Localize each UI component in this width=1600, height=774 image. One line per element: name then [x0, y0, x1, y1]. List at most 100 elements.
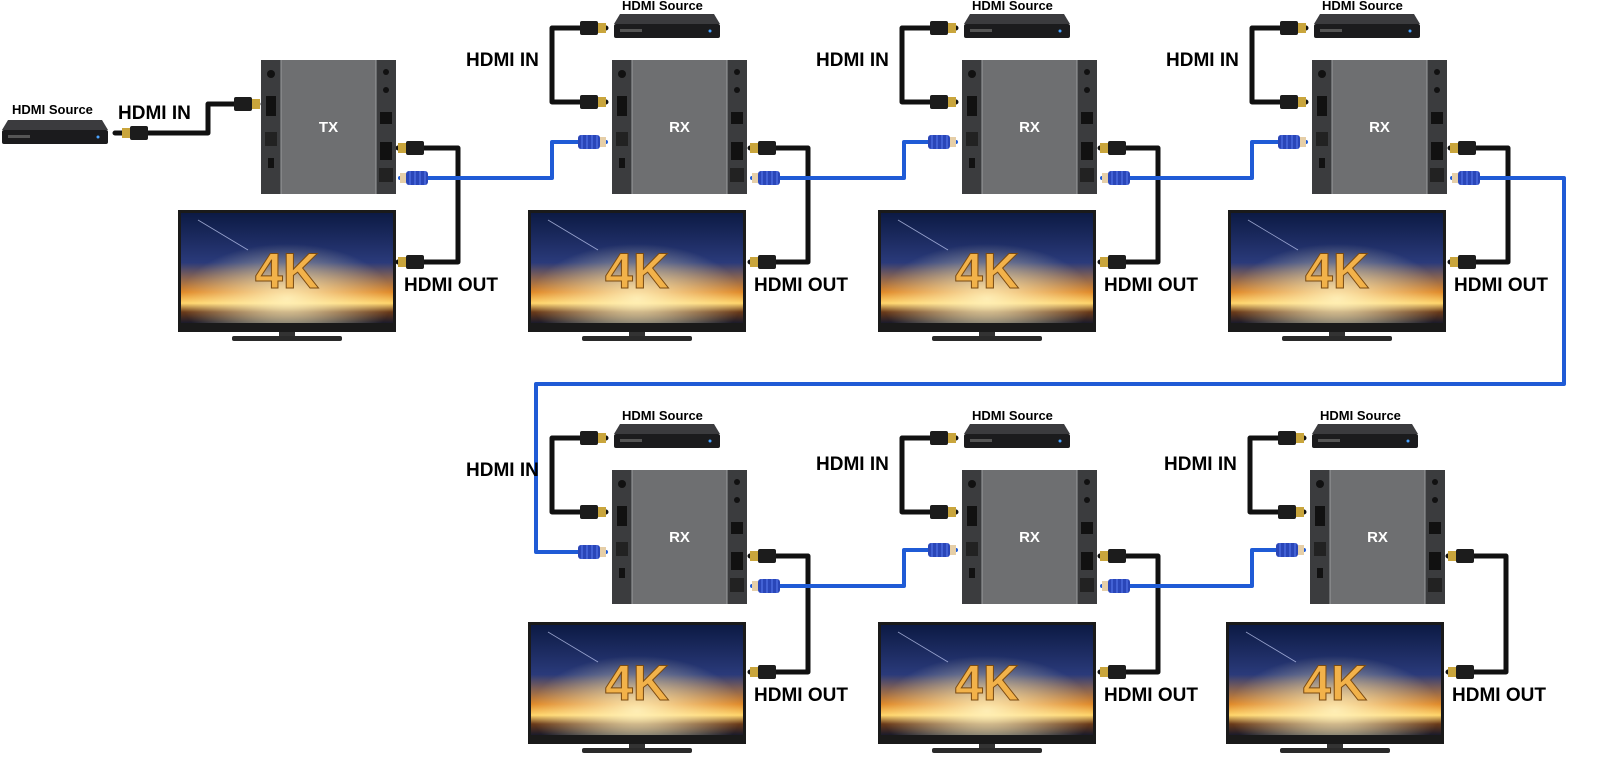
hdmi-plug-icon — [1448, 665, 1474, 679]
rx-label: RX — [1019, 119, 1040, 136]
tv-4k-badge: 4K — [1303, 655, 1367, 711]
rj45-plug-icon — [1452, 171, 1480, 185]
hdmi-in-cable — [899, 435, 959, 515]
hdmi-out-label: HDMI OUT — [1104, 685, 1198, 706]
hdmi-source-player-icon — [2, 120, 108, 144]
rx-receiver-unit: RX — [962, 470, 1097, 604]
rj45-plug-icon — [928, 543, 956, 557]
hdmi-out-label: HDMI OUT — [1104, 275, 1198, 296]
hdmi-plug-icon — [1278, 505, 1304, 519]
hdmi-plug-icon — [1450, 141, 1476, 155]
hdmi-plug-icon — [930, 21, 956, 35]
rx-label: RX — [1369, 119, 1390, 136]
hdmi-plug-icon — [1278, 431, 1304, 445]
hdmi-plug-icon — [234, 97, 260, 111]
hdmi-source-label: HDMI Source — [1320, 408, 1401, 423]
hdmi-in-label: HDMI IN — [466, 50, 539, 71]
hdmi-in-label: HDMI IN — [118, 103, 191, 124]
rx-label: RX — [669, 529, 690, 546]
hdmi-plug-icon — [398, 255, 424, 269]
rj45-plug-icon — [578, 135, 606, 149]
hdmi-plug-icon — [1448, 549, 1474, 563]
hdmi-out-cable — [747, 145, 811, 265]
tv-4k-badge: 4K — [955, 655, 1019, 711]
hdmi-plug-icon — [1100, 549, 1126, 563]
rj45-plug-icon — [1102, 171, 1130, 185]
hdmi-source-label: HDMI Source — [1322, 0, 1403, 13]
tv-4k-display: 4K — [1228, 210, 1446, 341]
hdmi-plug-icon — [750, 665, 776, 679]
rj45-plug-icon — [1102, 579, 1130, 593]
rx-label: RX — [669, 119, 690, 136]
hdmi-plug-icon — [580, 95, 606, 109]
hdmi-out-cable — [395, 145, 461, 265]
rx-label: RX — [1367, 529, 1388, 546]
hdmi-source-player-icon — [614, 14, 720, 38]
hdmi-out-label: HDMI OUT — [754, 685, 848, 706]
hdmi-plug-icon — [930, 95, 956, 109]
rj45-plug-icon — [1278, 135, 1306, 149]
hdmi-plug-icon — [580, 505, 606, 519]
rj45-plug-icon — [928, 135, 956, 149]
tv-4k-badge: 4K — [955, 243, 1019, 299]
tv-4k-display: 4K — [178, 210, 396, 341]
hdmi-source-label: HDMI Source — [622, 408, 703, 423]
hdmi-in-label: HDMI IN — [466, 460, 539, 481]
rx-receiver-unit: RX — [1312, 60, 1447, 194]
hdmi-plug-icon — [1280, 95, 1306, 109]
tv-4k-display: 4K — [878, 210, 1096, 341]
tv-4k-display: 4K — [528, 622, 746, 753]
hdmi-out-cable — [1445, 553, 1509, 675]
hdmi-plug-icon — [1100, 255, 1126, 269]
hdmi-source-player-icon — [964, 14, 1070, 38]
hdmi-plug-icon — [750, 255, 776, 269]
hdmi-source-player-icon — [1312, 424, 1418, 448]
hdmi-source-label: HDMI Source — [622, 0, 703, 13]
rj45-plug-icon — [578, 545, 606, 559]
network-cable-return — [534, 176, 1566, 554]
rx-receiver-unit: RX — [962, 60, 1097, 194]
hdmi-source-player-icon — [964, 424, 1070, 448]
hdmi-plug-icon — [580, 21, 606, 35]
hdmi-source-player-icon — [614, 424, 720, 448]
rj45-plug-icon — [400, 171, 428, 185]
hdmi-plug-icon — [750, 141, 776, 155]
hdmi-plug-icon — [930, 505, 956, 519]
rj45-plug-icon — [752, 171, 780, 185]
hdmi-plug-icon — [1100, 141, 1126, 155]
hdmi-in-label: HDMI IN — [1164, 454, 1237, 475]
tv-4k-display: 4K — [528, 210, 746, 341]
tv-4k-display: 4K — [1226, 622, 1444, 753]
hdmi-out-cable — [1447, 145, 1511, 265]
hdmi-in-cable — [1247, 435, 1307, 515]
rx-receiver-unit: RX — [612, 60, 747, 194]
hdmi-in-label: HDMI IN — [816, 454, 889, 475]
hdmi-plug-icon — [122, 126, 148, 140]
hdmi-out-label: HDMI OUT — [404, 275, 498, 296]
hdmi-out-label: HDMI OUT — [1454, 275, 1548, 296]
hdmi-in-cable — [899, 25, 959, 105]
tv-4k-display: 4K — [878, 622, 1096, 753]
hdmi-out-label: HDMI OUT — [754, 275, 848, 296]
hdmi-in-cable — [549, 435, 609, 515]
hdmi-source-label: HDMI Source — [972, 0, 1053, 13]
hdmi-in-label: HDMI IN — [1166, 50, 1239, 71]
hdmi-source-label: HDMI Source — [12, 102, 93, 117]
hdmi-plug-icon — [398, 141, 424, 155]
rj45-plug-icon — [1276, 543, 1304, 557]
hdmi-source-label: HDMI Source — [972, 408, 1053, 423]
hdmi-plug-icon — [1450, 255, 1476, 269]
tx-label: TX — [319, 119, 338, 136]
tv-4k-badge: 4K — [605, 655, 669, 711]
hdmi-plug-icon — [1100, 665, 1126, 679]
rx-receiver-unit: RX — [1310, 470, 1445, 604]
hdmi-out-cable — [747, 553, 811, 675]
hdmi-cable — [112, 101, 261, 136]
hdmi-plug-icon — [580, 431, 606, 445]
tv-4k-badge: 4K — [255, 243, 319, 299]
tv-4k-badge: 4K — [1305, 243, 1369, 299]
tx-transmitter-unit: TX — [261, 60, 396, 194]
hdmi-out-label: HDMI OUT — [1452, 685, 1546, 706]
hdmi-source-player-icon — [1314, 14, 1420, 38]
